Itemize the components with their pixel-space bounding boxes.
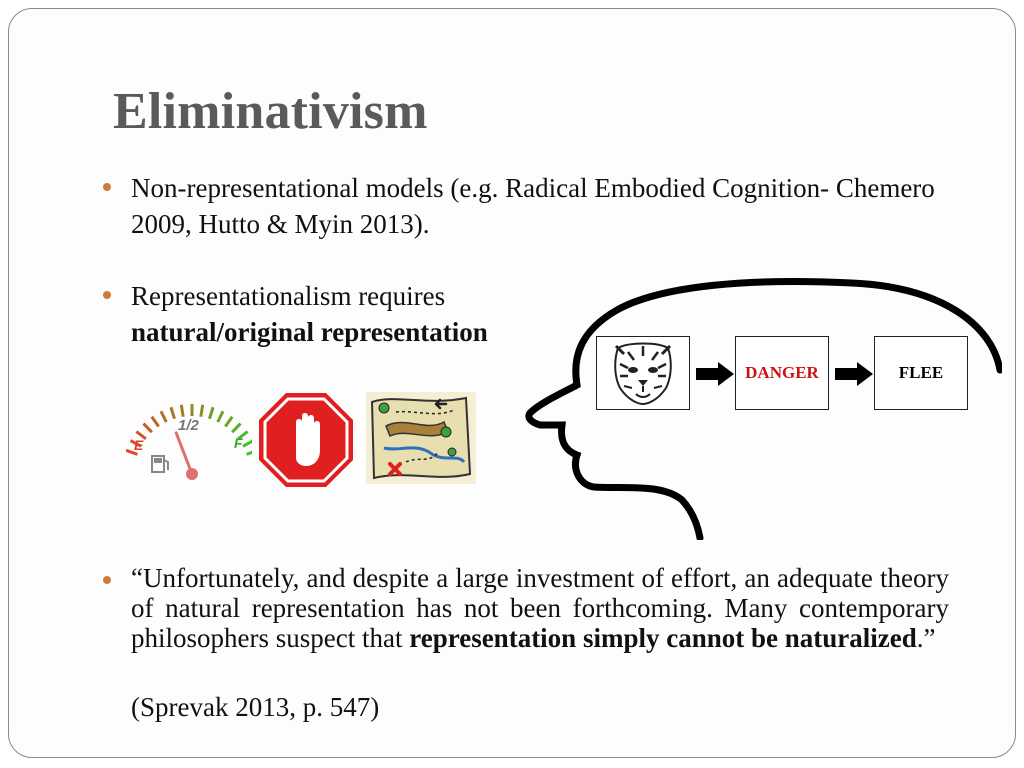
treasure-map-icon bbox=[366, 392, 476, 484]
bullet-text-2: Representationalism requires natural/ori… bbox=[131, 278, 571, 350]
bullet-text-1: Non-representational models (e.g. Radica… bbox=[131, 173, 935, 239]
slide-frame bbox=[8, 8, 1016, 758]
gauge-tick bbox=[237, 430, 249, 441]
gauge-half-label: 1/2 bbox=[178, 417, 200, 434]
gauge-tick bbox=[246, 450, 252, 456]
gauge-tick bbox=[129, 439, 142, 448]
gauge-tick bbox=[179, 404, 185, 417]
flee-label: FLEE bbox=[898, 363, 944, 382]
gauge-tick bbox=[126, 448, 138, 456]
gauge-f-label: F bbox=[234, 435, 243, 451]
gauge-tick bbox=[208, 406, 215, 420]
bullet-2-line-1: Representationalism requires bbox=[131, 281, 446, 311]
gauge-tick bbox=[224, 415, 234, 428]
flee-box: FLEE bbox=[874, 336, 968, 410]
gauge-hub bbox=[186, 468, 198, 480]
quote-part-open: “Unfortunately, and despite a large inve… bbox=[131, 563, 949, 653]
quote-citation: (Sprevak 2013, p. 547) bbox=[131, 692, 380, 722]
gauge-tick bbox=[169, 406, 176, 420]
quote-text: “Unfortunately, and despite a large inve… bbox=[131, 563, 949, 653]
gauge-tick bbox=[142, 422, 153, 434]
tiger-box bbox=[596, 336, 690, 410]
bullet-2-line-2: natural/original representation bbox=[131, 317, 488, 347]
tiger-face-icon bbox=[614, 342, 672, 406]
gauge-tick bbox=[216, 410, 225, 423]
fuel-gauge-icon: E F 1/2 bbox=[126, 404, 252, 480]
quote-part-close: .” bbox=[916, 623, 936, 653]
arrow-right-icon bbox=[835, 362, 873, 386]
bullet-marker bbox=[103, 291, 111, 299]
gauge-tick bbox=[199, 404, 205, 417]
bullet-marker bbox=[103, 183, 111, 191]
danger-label: DANGER bbox=[745, 363, 819, 382]
arrow-right-icon bbox=[696, 362, 734, 386]
danger-box: DANGER bbox=[735, 336, 829, 410]
gauge-ticks bbox=[126, 404, 252, 456]
quote-bold: representation simply cannot be naturali… bbox=[409, 623, 917, 653]
gauge-tick bbox=[159, 410, 168, 423]
gauge-tick bbox=[242, 439, 252, 448]
gauge-tick bbox=[150, 415, 160, 428]
bullet-marker bbox=[103, 576, 111, 584]
gauge-tick bbox=[231, 422, 242, 434]
head-silhouette-icon bbox=[525, 277, 1002, 540]
stop-hand-sign-icon bbox=[259, 393, 353, 487]
fuel-pump-icon bbox=[151, 455, 169, 473]
gauge-tick bbox=[135, 430, 147, 441]
gauge-e-label: E bbox=[134, 437, 144, 453]
gauge-needle bbox=[174, 431, 194, 476]
slide-title: Eliminativism bbox=[113, 83, 428, 140]
